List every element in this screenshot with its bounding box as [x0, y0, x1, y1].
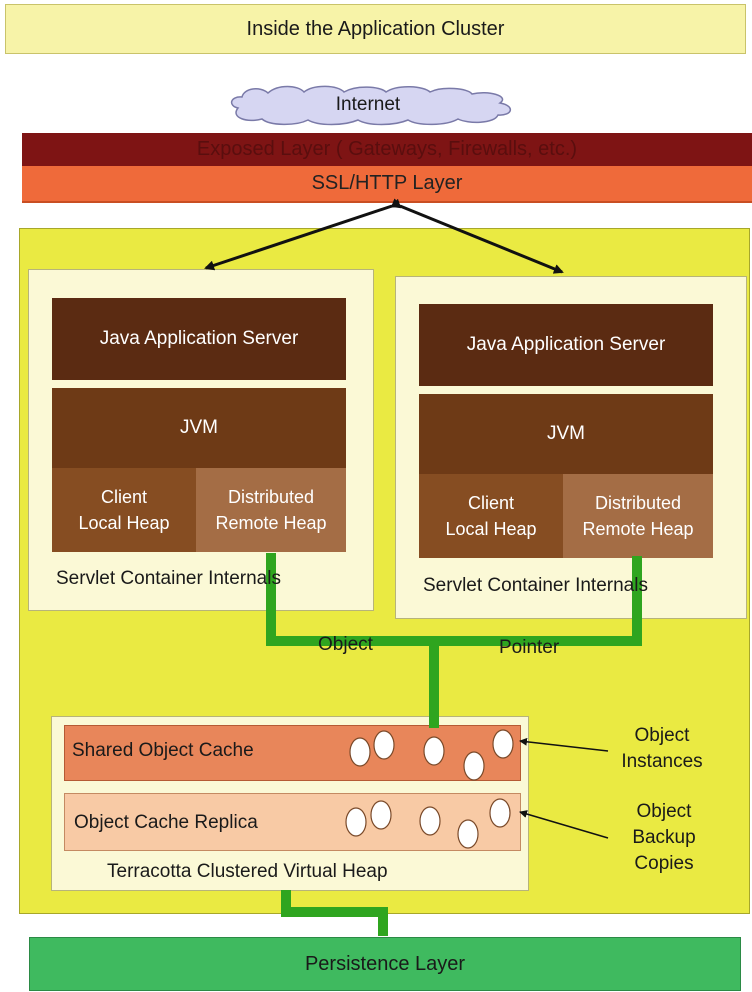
local-heap-box-left: Client Local Heap [52, 468, 196, 552]
local-heap-line1: Client [100, 487, 148, 507]
ssl-to-right-arrow [390, 198, 564, 274]
ssl-layer-label: SSL/HTTP Layer [311, 172, 463, 194]
remote-heap-line2: Remote Heap [582, 519, 694, 539]
backups-annotation: Object Backup Copies [614, 799, 714, 877]
object-pointer-connector [266, 553, 642, 646]
object-connector-label: Object [318, 634, 373, 655]
cloud-shape [230, 85, 511, 126]
annotation-line: Object [636, 801, 692, 822]
heap-to-persistence-connector [281, 890, 388, 936]
object-backup-copies [345, 798, 511, 849]
exposed-layer-label: Exposed Layer ( Gateways, Firewalls, etc… [196, 138, 578, 160]
jvm-box-left: JVM [52, 388, 346, 468]
cache-replica-label: Object Cache Replica [74, 812, 258, 833]
local-heap-line2: Local Heap [78, 513, 170, 533]
local-heap-box-right: Client Local Heap [419, 474, 563, 558]
object-instance [492, 729, 514, 759]
annotation-line: Copies [634, 853, 694, 874]
ssl-to-left-arrow [204, 198, 402, 271]
backups-pointer-arrow [519, 810, 609, 839]
remote-heap-box-right: Distributed Remote Heap [563, 474, 713, 558]
remote-heap-box-left: Distributed Remote Heap [196, 468, 346, 552]
object-instance [463, 751, 485, 781]
shared-cache-label: Shared Object Cache [72, 740, 254, 761]
internet-label: Internet [336, 94, 401, 115]
app-server-label: Java Application Server [466, 334, 666, 355]
object-backup [345, 807, 367, 837]
object-backup [489, 798, 511, 828]
persistence-layer: Persistence Layer [29, 937, 741, 991]
persistence-label: Persistence Layer [304, 952, 466, 975]
remote-heap-line1: Distributed [227, 487, 315, 507]
jvm-label: JVM [547, 423, 585, 444]
jvm-box-right: JVM [419, 394, 713, 474]
object-backup [419, 806, 441, 836]
exposed-layer: Exposed Layer ( Gateways, Firewalls, etc… [22, 133, 752, 166]
remote-heap-line1: Distributed [594, 493, 682, 513]
object-instances [349, 729, 514, 781]
app-server-box-right: Java Application Server [419, 304, 713, 386]
diagram-title: Inside the Application Cluster [246, 17, 505, 40]
app-server-label: Java Application Server [99, 328, 299, 349]
annotation-line: Backup [632, 827, 696, 848]
local-heap-line2: Local Heap [445, 519, 537, 539]
virtual-heap-label: Terracotta Clustered Virtual Heap [107, 861, 388, 882]
instances-annotation: Object Instances [612, 723, 712, 775]
object-cache-replica [64, 793, 521, 851]
object-backup [457, 819, 479, 849]
title-banner: Inside the Application Cluster [5, 4, 746, 54]
pointer-connector-label: Pointer [499, 637, 560, 658]
container-label-right: Servlet Container Internals [423, 575, 648, 596]
object-instance [349, 737, 371, 767]
jvm-label: JVM [180, 417, 218, 438]
local-heap-line1: Client [467, 493, 515, 513]
internet-cloud-icon: Internet [230, 85, 511, 126]
annotation-line: Object [634, 725, 690, 746]
remote-heap-line2: Remote Heap [215, 513, 327, 533]
shared-object-cache [64, 725, 521, 781]
object-instance [423, 736, 445, 766]
instances-pointer-arrow [519, 737, 609, 752]
object-instance [373, 730, 395, 760]
annotation-line: Instances [621, 751, 703, 772]
app-server-box-left: Java Application Server [52, 298, 346, 380]
object-backup [370, 800, 392, 830]
container-label-left: Servlet Container Internals [56, 568, 281, 589]
